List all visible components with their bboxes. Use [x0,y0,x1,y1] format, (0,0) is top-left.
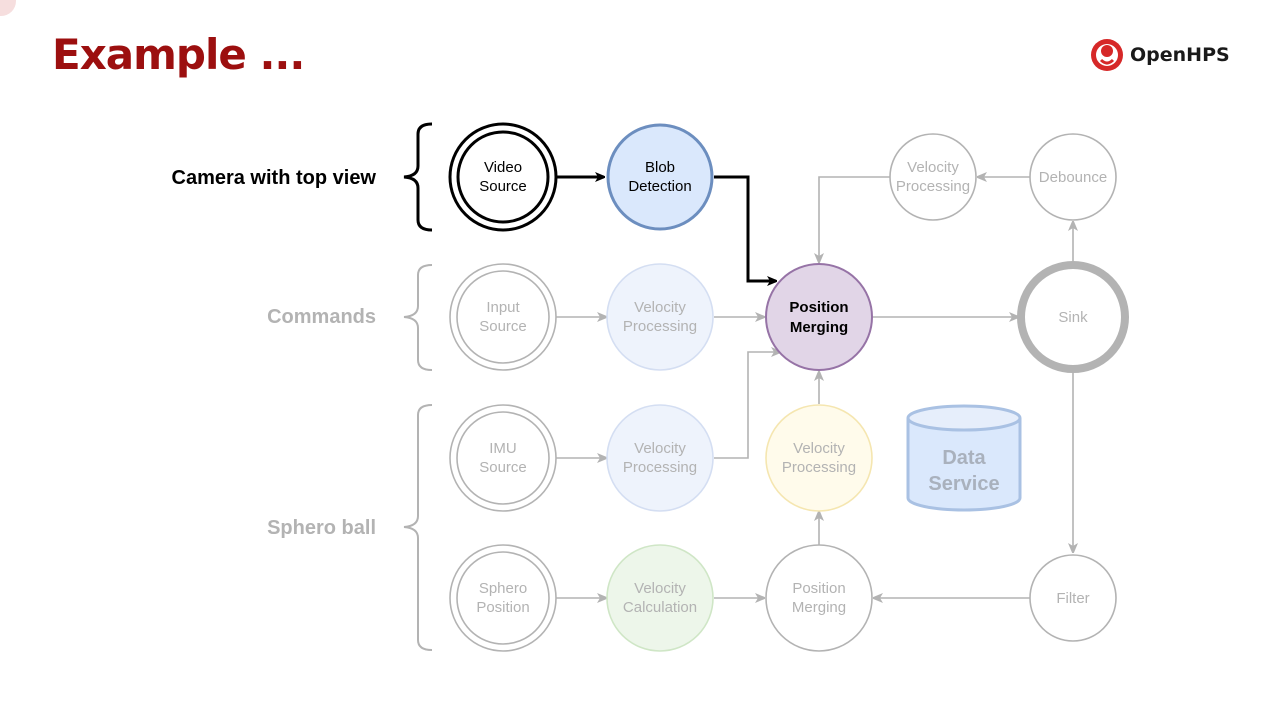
node-input-source-line1: Input [486,299,520,316]
group-label-camera: Camera with top view [172,167,377,189]
logo-text: OpenHPS [1130,44,1230,66]
node-data-service: Data Service [906,404,1022,512]
node-velocity-calculation-line2: Calculation [623,599,697,616]
edge-blob-to-merging [714,175,776,281]
node-velocity-processing-top: Velocity Processing [889,133,977,221]
node-video-source-line1: Video [484,159,522,176]
openhps-logo: OpenHPS [1090,38,1230,72]
openhps-logo-icon [1091,39,1123,71]
node-sink-label: Sink [1058,309,1088,326]
node-data-service-line1: Data [942,447,986,469]
node-data-service-line2: Service [928,473,999,495]
group-label-commands: Commands [267,306,376,328]
node-velocity-processing-yellow-line2: Processing [782,459,856,476]
node-debounce-label: Debounce [1039,169,1107,186]
node-sink: Sink [1017,261,1129,373]
node-position-merging-main-line2: Merging [790,319,848,336]
node-velocity-processing-commands-line2: Processing [623,318,697,335]
node-velocity-processing-imu-line1: Velocity [634,440,686,457]
node-position-merging-main-line1: Position [789,299,848,316]
node-velocity-processing-commands: Velocity Processing [606,263,714,371]
node-blob-detection-line2: Detection [628,178,691,195]
node-blob-detection: Blob Detection [606,123,714,231]
node-velocity-processing-commands-line1: Velocity [634,299,686,316]
node-imu-source: IMU Source [449,404,557,512]
node-sphero-position-line2: Position [476,599,529,616]
node-position-merging-bottom-line1: Position [792,580,845,597]
brace-commands [403,264,433,371]
node-position-merging-bottom: Position Merging [765,544,873,652]
node-velocity-calculation-line1: Velocity [634,580,686,597]
node-velocity-calculation: Velocity Calculation [606,544,714,652]
node-velocity-processing-yellow-line1: Velocity [793,440,845,457]
node-velocity-processing-top-line2: Processing [896,178,970,195]
brace-camera [403,122,433,232]
node-filter-label: Filter [1056,590,1089,607]
node-velocity-processing-yellow: Velocity Processing [765,404,873,512]
node-video-source: Video Source [448,122,558,232]
node-video-source-line2: Source [479,178,527,195]
edge-imu-velocity-to-merging [714,352,780,459]
node-position-merging-bottom-line2: Merging [792,599,846,616]
node-input-source-line2: Source [479,318,527,335]
node-sphero-position-line1: Sphero [479,580,527,597]
node-filter: Filter [1029,554,1117,642]
node-sphero-position: Sphero Position [449,544,557,652]
node-position-merging-main: Position Merging [765,263,873,371]
node-imu-source-line1: IMU [489,440,517,457]
node-velocity-processing-imu: Velocity Processing [606,404,714,512]
brace-sphero [403,404,433,651]
group-label-sphero: Sphero ball [267,517,376,539]
node-blob-detection-line1: Blob [645,159,675,176]
node-input-source: Input Source [449,263,557,371]
node-velocity-processing-top-line1: Velocity [907,159,959,176]
slide-title: Example ... [52,30,305,79]
node-debounce: Debounce [1029,133,1117,221]
node-velocity-processing-imu-line2: Processing [623,459,697,476]
node-imu-source-line2: Source [479,459,527,476]
edge-velocity-top-to-merging [819,176,890,262]
